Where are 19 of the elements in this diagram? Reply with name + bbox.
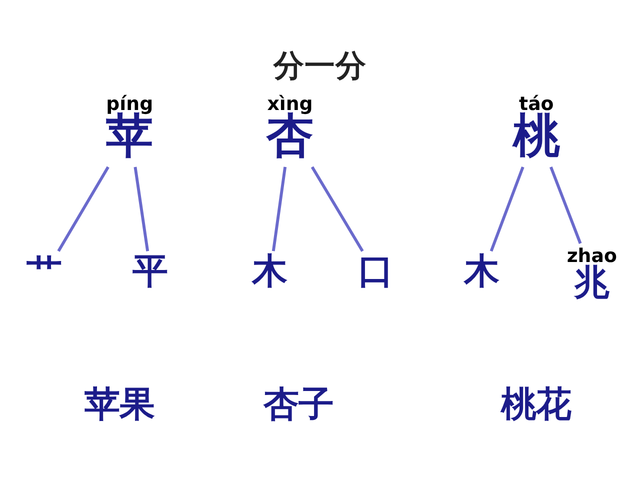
connector: [272, 166, 287, 252]
diagram-title: 分一分: [273, 48, 366, 84]
node-text: píng 苹: [106, 93, 154, 164]
node-text: 艹: [26, 251, 62, 292]
connector: [550, 166, 582, 244]
node-text: xìng 杏: [266, 93, 314, 164]
connector: [134, 166, 150, 252]
node-text: zhao 兆: [566, 245, 617, 304]
node-text: 平: [132, 251, 168, 292]
connector: [490, 166, 524, 252]
node-text: táo 桃: [513, 93, 560, 164]
label: 桃花: [500, 384, 571, 425]
connector: [57, 166, 110, 252]
connector: [310, 166, 364, 252]
node-text: 木: [464, 251, 500, 292]
node-text: 口: [358, 251, 394, 292]
node-text: 木: [252, 251, 287, 292]
label: 苹果: [84, 384, 154, 425]
label: 杏子: [264, 384, 334, 425]
